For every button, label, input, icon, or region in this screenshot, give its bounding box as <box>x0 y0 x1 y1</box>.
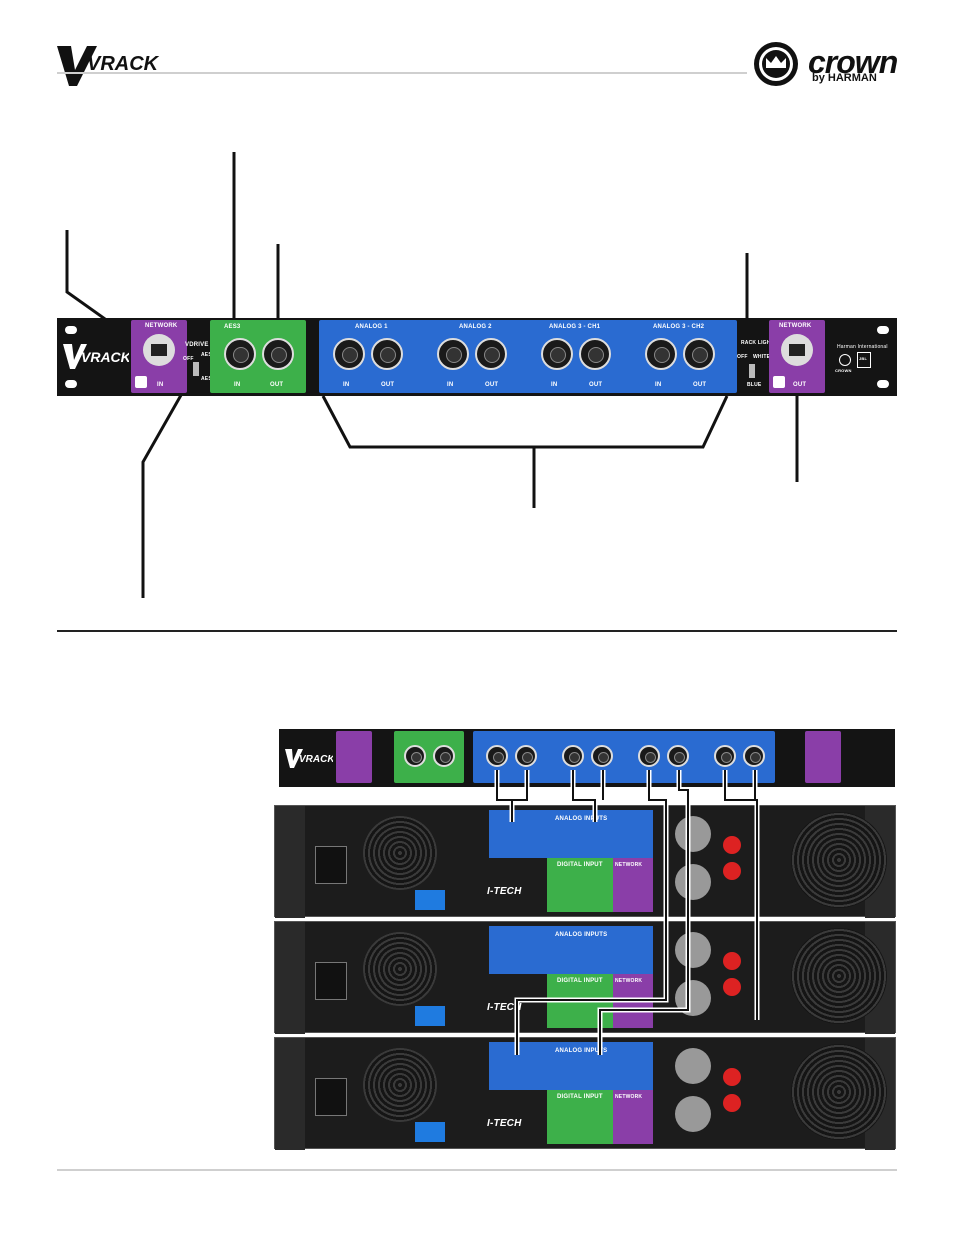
binding-post-red[interactable] <box>723 952 741 970</box>
binding-post-red[interactable] <box>723 862 741 880</box>
q-logo-icon <box>135 376 147 388</box>
aes3-out-xlr[interactable] <box>262 338 294 370</box>
vdrive-switch[interactable] <box>193 362 199 376</box>
rack-lights-off: OFF <box>737 354 748 360</box>
rack-lights-blue: BLUE <box>747 382 762 388</box>
aes3-panel: AES3 IN OUT <box>210 320 306 393</box>
aes3-in-xlr[interactable] <box>224 338 256 370</box>
speakon-output[interactable] <box>675 932 711 968</box>
rack-lights-white: WHITE <box>753 354 771 360</box>
power-inlet-icon <box>315 1078 347 1116</box>
vdrive-opt-off: OFF <box>183 356 194 362</box>
analog3-ch1-out-xlr[interactable] <box>579 338 611 370</box>
vdrive-title: VDRIVE <box>185 342 209 348</box>
crown-small-text: CROWN <box>835 368 852 373</box>
fan-icon <box>791 1044 887 1140</box>
analog3-ch1-in-xlr[interactable] <box>541 338 573 370</box>
q-logo-icon <box>773 376 785 388</box>
crown-logo-icon <box>752 40 800 88</box>
amplifier-3: ANALOG INPUTS DIGITAL INPUT NETWORK I-TE… <box>274 1037 896 1150</box>
fan-icon <box>363 1048 437 1122</box>
speakon-output[interactable] <box>675 1096 711 1132</box>
analog2-out-xlr[interactable] <box>475 338 507 370</box>
fan-icon <box>363 932 437 1006</box>
binding-post-red[interactable] <box>723 1094 741 1112</box>
speakon-output[interactable] <box>675 816 711 852</box>
power-inlet-icon <box>315 962 347 1000</box>
analog1-in-xlr[interactable] <box>333 338 365 370</box>
crown-small-icon <box>839 354 851 366</box>
binding-post-red[interactable] <box>723 836 741 854</box>
svg-text:VRACK: VRACK <box>81 349 129 365</box>
rack-lights-title: RACK LIGHTS <box>741 340 778 346</box>
jbl-logo-icon: JBL <box>857 352 871 368</box>
power-switch[interactable] <box>415 890 445 910</box>
power-switch[interactable] <box>415 1122 445 1142</box>
vrack-front-panel: VRACK NETWORK IN VDRIVE OFF AES 3+1 AES … <box>57 318 897 396</box>
network-in-panel: NETWORK IN <box>131 320 187 393</box>
rack-lights-switch[interactable] <box>749 364 755 378</box>
header-rule <box>57 72 747 74</box>
rack-vrack-logo: VRACK <box>63 342 132 375</box>
ethercon-in-port[interactable] <box>143 334 175 366</box>
analog1-out-xlr[interactable] <box>371 338 403 370</box>
network-out-panel: NETWORK OUT <box>769 320 825 393</box>
vrack-header-logo: VRACK <box>57 40 177 88</box>
binding-post-red[interactable] <box>723 978 741 996</box>
svg-text:VRACK: VRACK <box>299 754 333 765</box>
harman-text: Harman International <box>837 344 888 350</box>
speakon-output[interactable] <box>675 1048 711 1084</box>
amplifier-1: ANALOG INPUTS DIGITAL INPUT NETWORK I-TE… <box>274 805 896 918</box>
power-switch[interactable] <box>415 1006 445 1026</box>
analog3-ch2-out-xlr[interactable] <box>683 338 715 370</box>
amplifier-2: ANALOG INPUTS DIGITAL INPUT NETWORK I-TE… <box>274 921 896 1034</box>
fan-icon <box>791 928 887 1024</box>
analog-panel: ANALOG 1 IN OUT ANALOG 2 IN OUT ANALOG 3… <box>319 320 737 393</box>
mini-vrack-logo: VRACK <box>285 747 335 774</box>
fan-icon <box>363 816 437 890</box>
vrack-header-text: VRACK <box>87 53 160 75</box>
binding-post-red[interactable] <box>723 1068 741 1086</box>
footer-rule <box>57 1169 897 1171</box>
analog2-in-xlr[interactable] <box>437 338 469 370</box>
power-inlet-icon <box>315 846 347 884</box>
ethercon-out-port[interactable] <box>781 334 813 366</box>
crown-byline: by HARMAN <box>812 72 877 84</box>
section-divider <box>57 630 897 632</box>
crown-wordmark: crown <box>808 44 898 80</box>
analog3-ch2-in-xlr[interactable] <box>645 338 677 370</box>
speakon-output[interactable] <box>675 864 711 900</box>
fan-icon <box>791 812 887 908</box>
